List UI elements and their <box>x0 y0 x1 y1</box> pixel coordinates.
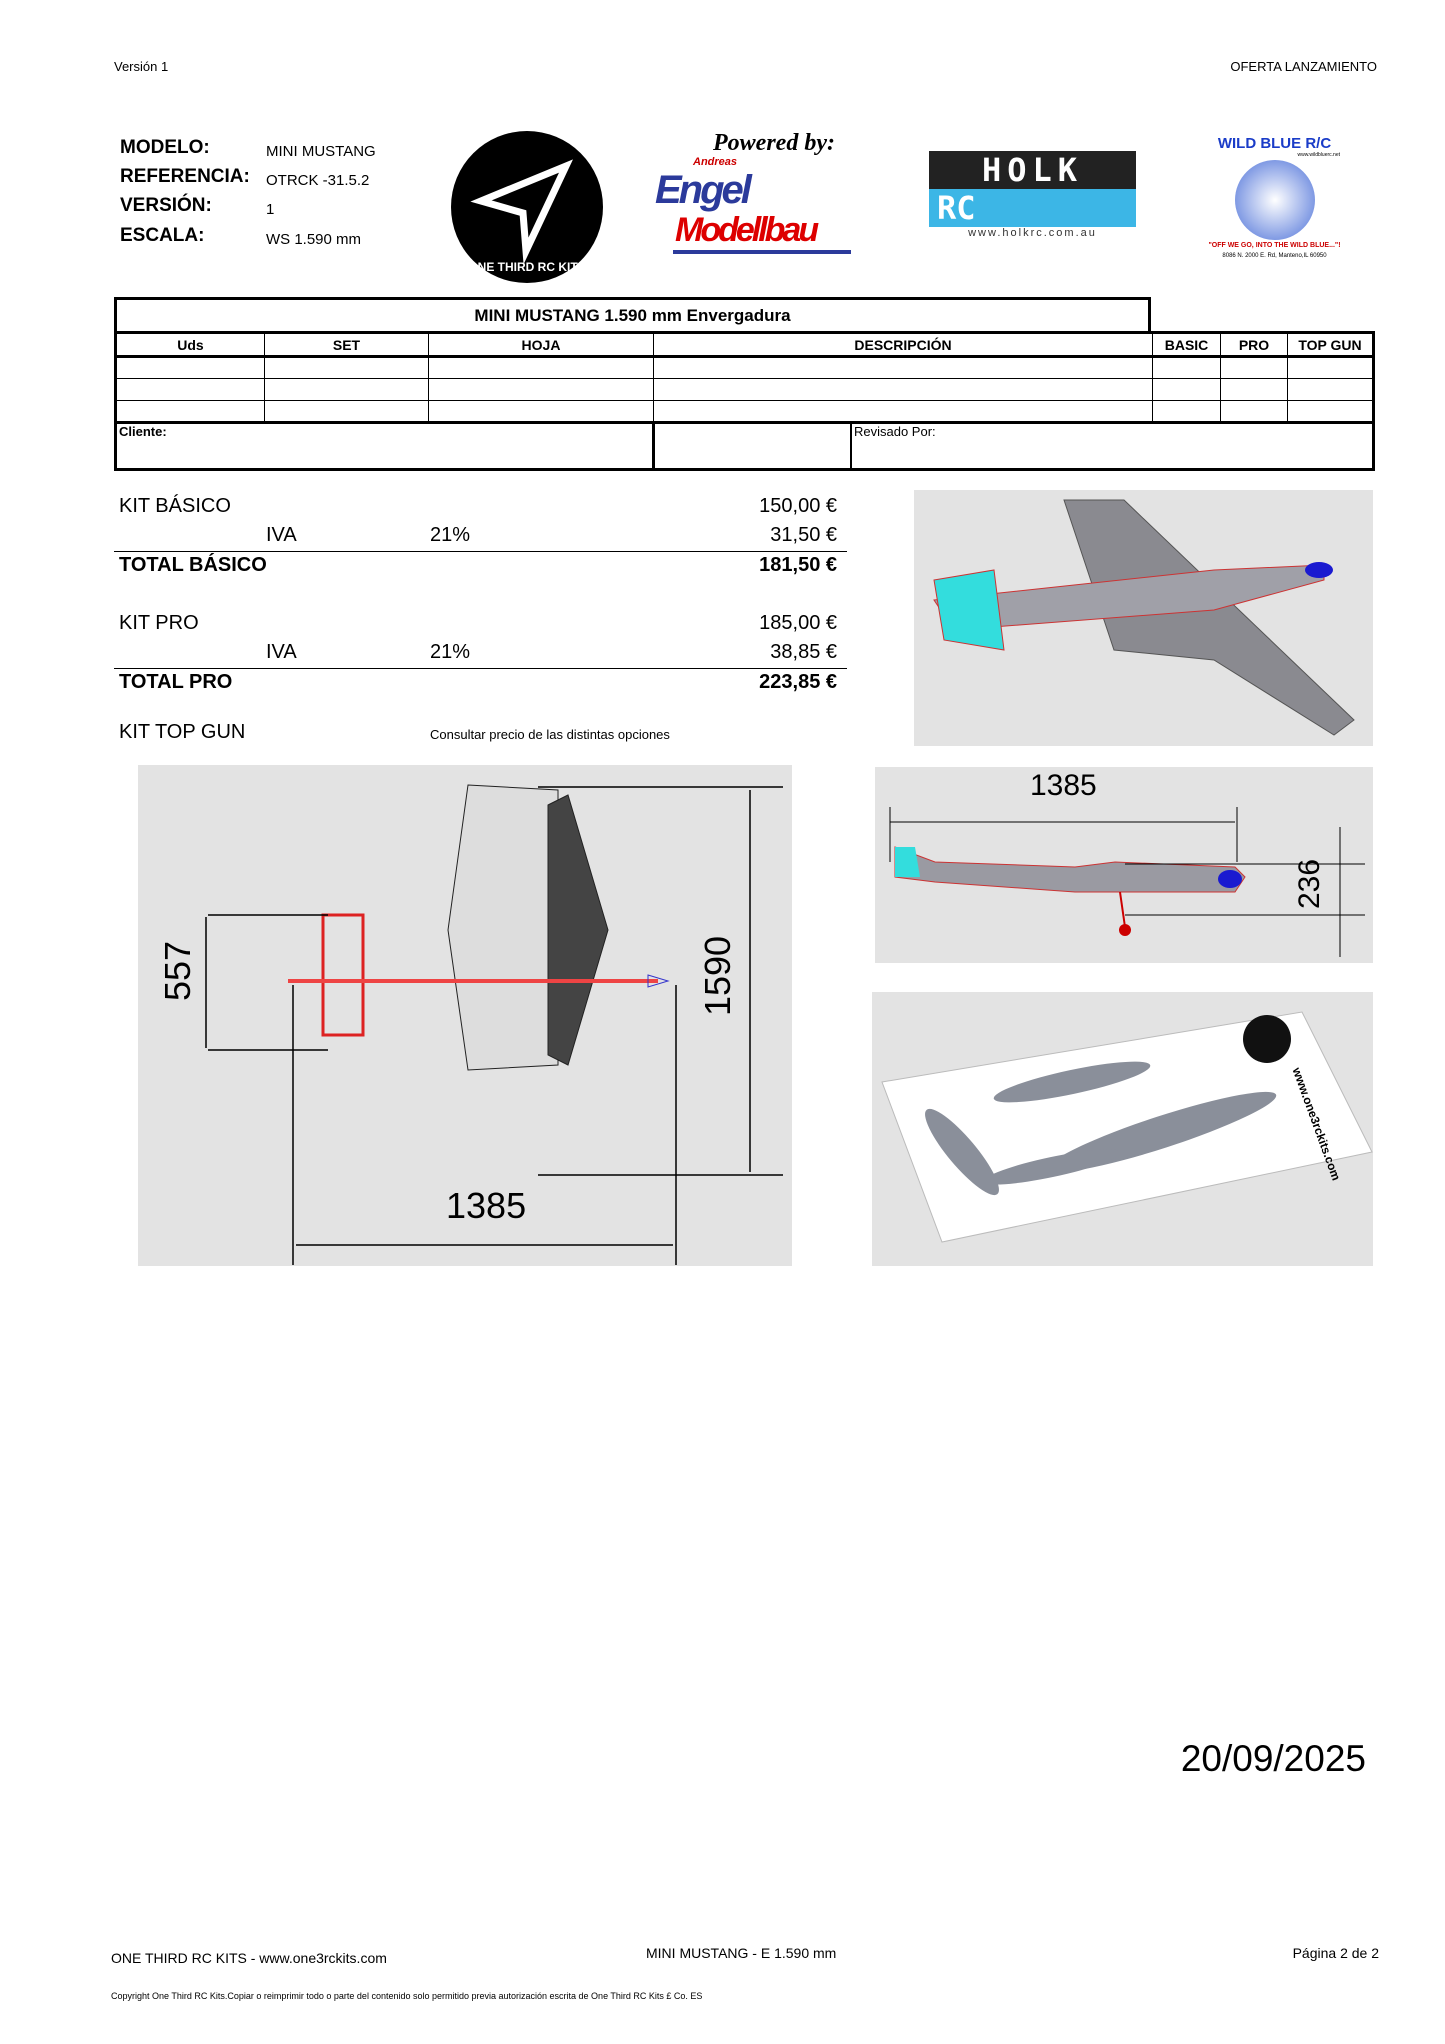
side-length-dimension: 1385 <box>1030 769 1097 802</box>
total-pro-label: TOTAL PRO <box>119 671 233 693</box>
holk-logo: HOLK RC www.holkrc.com.au <box>929 151 1136 244</box>
date: 20/09/2025 <box>1180 1738 1366 1779</box>
wild-blue-url: www.wildbluerc.net <box>1297 152 1340 158</box>
holk-url: www.holkrc.com.au <box>968 227 1097 239</box>
engel-text: Engel <box>655 168 752 212</box>
reviewed-label: Revisado Por: <box>854 424 936 439</box>
scale-label: ESCALA: <box>120 225 205 246</box>
total-pro: 223,85 € <box>759 671 837 693</box>
table-header: Uds SET HOJA DESCRIPCIÓN BASIC PRO TOP G… <box>115 332 1374 357</box>
table-title: MINI MUSTANG 1.590 mm Envergadura <box>114 297 1151 332</box>
col-set: SET <box>264 332 429 357</box>
total-basic: 181,50 € <box>759 554 837 576</box>
pro-iva-label: IVA <box>266 641 297 663</box>
plane-side-view: 1385 236 <box>875 767 1373 963</box>
col-descripcion: DESCRIPCIÓN <box>653 332 1153 357</box>
powered-by-text: Powered by: <box>713 130 835 156</box>
wild-blue-slogan: "OFF WE GO, INTO THE WILD BLUE..."! <box>1208 242 1341 249</box>
col-hoja: HOJA <box>428 332 654 357</box>
wild-blue-address: 8086 N. 2000 E. Rd, Manteno,IL 60950 <box>1222 253 1327 259</box>
col-pro: PRO <box>1220 332 1288 357</box>
topgun-note: Consultar precio de las distintas opcion… <box>430 727 670 742</box>
client-label: Cliente: <box>119 424 167 439</box>
pro-label: KIT PRO <box>119 612 199 634</box>
plane-top-view: 557 1590 1385 <box>138 765 792 1266</box>
version-label: Versión 1 <box>114 59 169 74</box>
engel-logo: Powered by: Andreas Engel Modellbau <box>653 131 893 256</box>
basic-price: 150,00 € <box>759 495 837 517</box>
scale-value: WS 1.590 mm <box>266 231 362 248</box>
model-value: MINI MUSTANG <box>266 143 376 160</box>
footer-left: ONE THIRD RC KITS - www.one3rckits.com <box>111 1950 387 1966</box>
version-field-label: VERSIÓN: <box>120 195 212 216</box>
pro-iva: 38,85 € <box>770 641 837 663</box>
modellbau-text: Modellbau <box>675 211 819 249</box>
reference-value: OTRCK -31.5.2 <box>266 172 370 189</box>
footer-center: MINI MUSTANG - E 1.590 mm <box>646 1945 837 1961</box>
length-dimension: 1385 <box>446 1185 527 1226</box>
pro-iva-rate: 21% <box>430 641 471 663</box>
wingspan-dimension: 1590 <box>697 935 739 1017</box>
holk-text: HOLK <box>929 151 1136 189</box>
holk-rc-text: RC <box>929 189 1136 227</box>
table-row[interactable] <box>115 356 1374 379</box>
height-dimension: 236 <box>1293 858 1327 910</box>
topgun-label: KIT TOP GUN <box>119 721 246 743</box>
wild-blue-logo: WILD BLUE R/C www.wildbluerc.net "OFF WE… <box>1189 135 1360 269</box>
offer-label: OFERTA LANZAMIENTO <box>1230 59 1377 74</box>
otrc-logo: ONE THIRD RC KITS <box>451 131 603 283</box>
copyright: Copyright One Third RC Kits.Copiar o rei… <box>111 1991 703 2001</box>
page-number: Página 2 de 2 <box>1292 1945 1379 1961</box>
col-top-gun: TOP GUN <box>1287 332 1374 357</box>
svg-text:ONE THIRD RC KITS: ONE THIRD RC KITS <box>468 260 585 274</box>
table-row[interactable] <box>115 400 1374 423</box>
plane-3d-render <box>914 490 1373 746</box>
pro-price: 185,00 € <box>759 612 837 634</box>
col-basic: BASIC <box>1152 332 1221 357</box>
basic-iva: 31,50 € <box>770 524 837 546</box>
model-label: MODELO: <box>120 137 210 158</box>
order-table: Uds SET HOJA DESCRIPCIÓN BASIC PRO TOP G… <box>114 331 1375 424</box>
version-value: 1 <box>266 201 275 218</box>
total-basic-label: TOTAL BÁSICO <box>119 554 267 576</box>
basic-iva-label: IVA <box>266 524 297 546</box>
wild-blue-title: WILD BLUE R/C <box>1217 135 1332 152</box>
table-row[interactable] <box>115 378 1374 401</box>
col-uds: Uds <box>115 332 265 357</box>
basic-label: KIT BÁSICO <box>119 495 231 517</box>
engel-andreas-text: Andreas <box>693 156 738 168</box>
reference-label: REFERENCIA: <box>120 166 250 187</box>
decal-sheet-photo: www.one3rckits.com <box>872 992 1373 1266</box>
client-row: Cliente: Revisado Por: <box>114 422 1375 471</box>
basic-iva-rate: 21% <box>430 524 471 546</box>
tail-span-dimension: 557 <box>157 940 199 1002</box>
